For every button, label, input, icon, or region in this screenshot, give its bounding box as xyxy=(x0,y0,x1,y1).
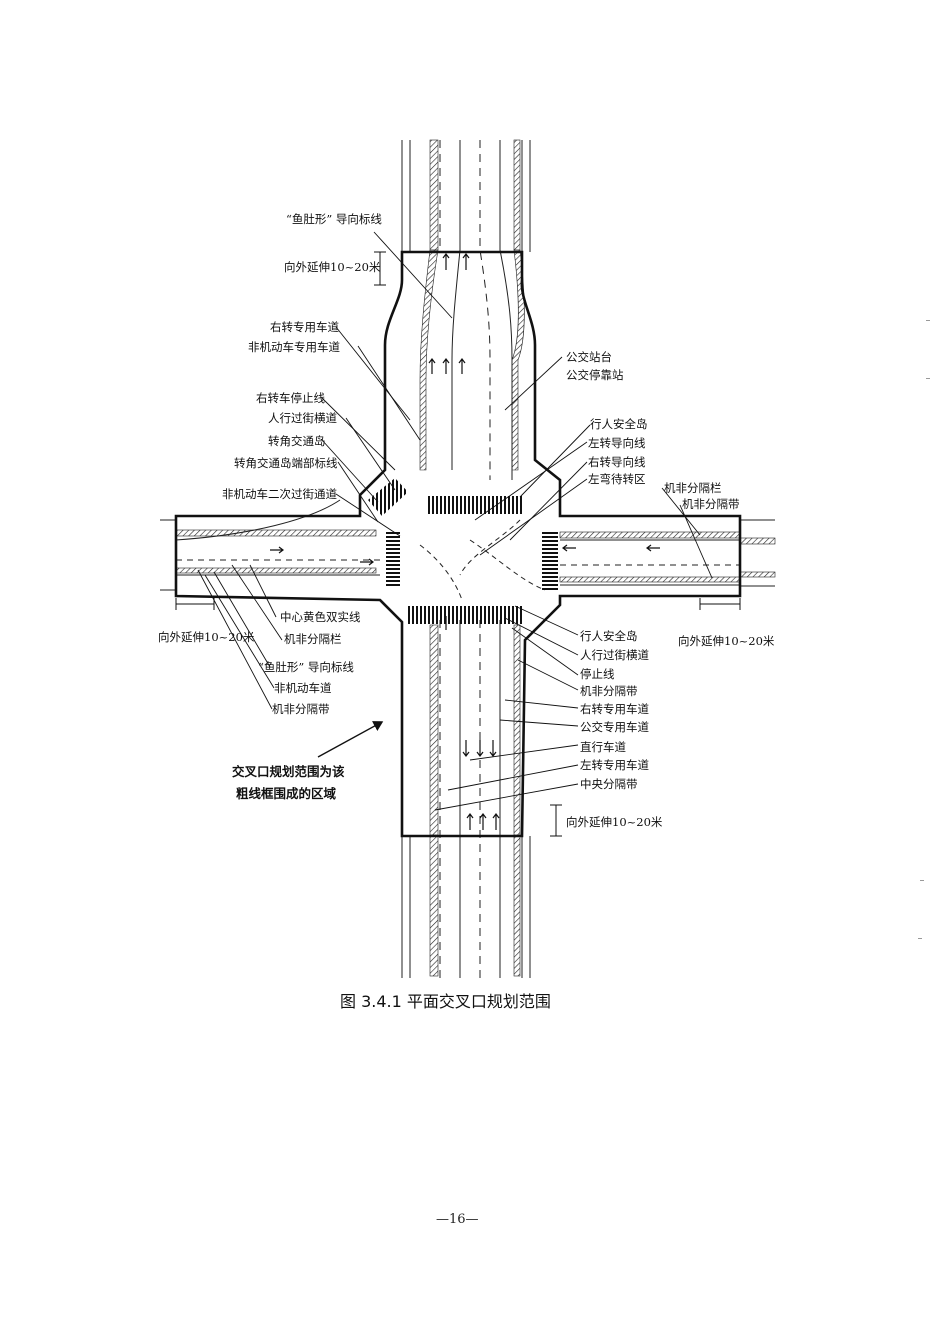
label-non-motor-secondary: 非机动车二次过街通道 xyxy=(222,487,337,501)
label-bus-platform: 公交站台 xyxy=(566,350,612,364)
label-center-yellow: 中心黄色双实线 xyxy=(280,610,361,624)
leader-lines xyxy=(197,231,713,811)
label-left-turn-guide: 左转导向线 xyxy=(588,436,646,450)
crosswalks xyxy=(368,478,558,624)
page-number: —16— xyxy=(436,1212,479,1227)
label-extend-bottom: 向外延伸10~20米 xyxy=(566,815,663,829)
label-mnm-belt-left: 机非分隔带 xyxy=(272,702,330,716)
label-corner-island-end: 转角交通岛端部标线 xyxy=(234,456,338,470)
scan-mark xyxy=(918,938,922,939)
label-mnm-belt-br: 机非分隔带 xyxy=(580,684,638,698)
label-fish-belly-left: “鱼肚形” 导向标线 xyxy=(258,660,354,674)
label-mnm-barrier-right: 机非分隔栏 xyxy=(664,481,722,495)
label-right-turn-guide: 右转导向线 xyxy=(588,455,646,469)
label-non-motor-lane-left: 非机动车专用车道 xyxy=(248,340,340,354)
hatched-separators xyxy=(175,139,776,977)
label-extend-left: 向外延伸10~20米 xyxy=(158,630,255,644)
label-stop-line-br: 停止线 xyxy=(580,667,615,681)
label-left-turn-lane-br: 左转专用车道 xyxy=(580,758,649,772)
dimension-marks xyxy=(175,251,741,837)
label-bus-lane-br: 公交专用车道 xyxy=(580,720,649,734)
label-scope-note-2: 粗线框围成的区域 xyxy=(236,786,337,801)
label-right-turn-lane-br: 右转专用车道 xyxy=(580,702,649,716)
label-fish-belly-top: “鱼肚形” 导向标线 xyxy=(286,212,382,226)
figure-caption: 图 3.4.1 平面交叉口规划范围 xyxy=(340,992,551,1011)
label-scope-note-1: 交叉口规划范围为该 xyxy=(232,764,345,779)
lane-arrows xyxy=(270,253,660,830)
scan-mark xyxy=(926,378,930,379)
label-extend-right: 向外延伸10~20米 xyxy=(678,634,775,648)
label-non-motor-lane-bottom: 非机动车道 xyxy=(274,681,332,695)
label-mnm-belt-right: 机非分隔带 xyxy=(682,497,740,511)
scan-mark xyxy=(920,880,924,881)
label-median-br: 中央分隔带 xyxy=(580,777,638,791)
label-mnm-barrier-left: 机非分隔栏 xyxy=(284,632,342,646)
label-right-stop-line: 右转车停止线 xyxy=(256,391,325,405)
label-ped-island-br: 行人安全岛 xyxy=(580,629,638,643)
scan-mark xyxy=(926,320,930,321)
label-ped-island-right: 行人安全岛 xyxy=(590,417,648,431)
label-bus-stop: 公交停靠站 xyxy=(566,368,624,382)
planning-boundary xyxy=(174,250,742,838)
label-left-wait-zone: 左弯待转区 xyxy=(588,472,646,486)
label-corner-island: 转角交通岛 xyxy=(268,434,326,448)
label-crosswalk-left: 人行过街横道 xyxy=(268,411,337,425)
label-extend-top: 向外延伸10~20米 xyxy=(284,260,381,274)
scope-arrow xyxy=(317,721,384,758)
label-straight-lane-br: 直行车道 xyxy=(580,740,626,754)
label-right-turn-lane-left: 右转专用车道 xyxy=(270,320,339,334)
road-outlines xyxy=(160,140,775,978)
label-crosswalk-br: 人行过街横道 xyxy=(580,648,649,662)
